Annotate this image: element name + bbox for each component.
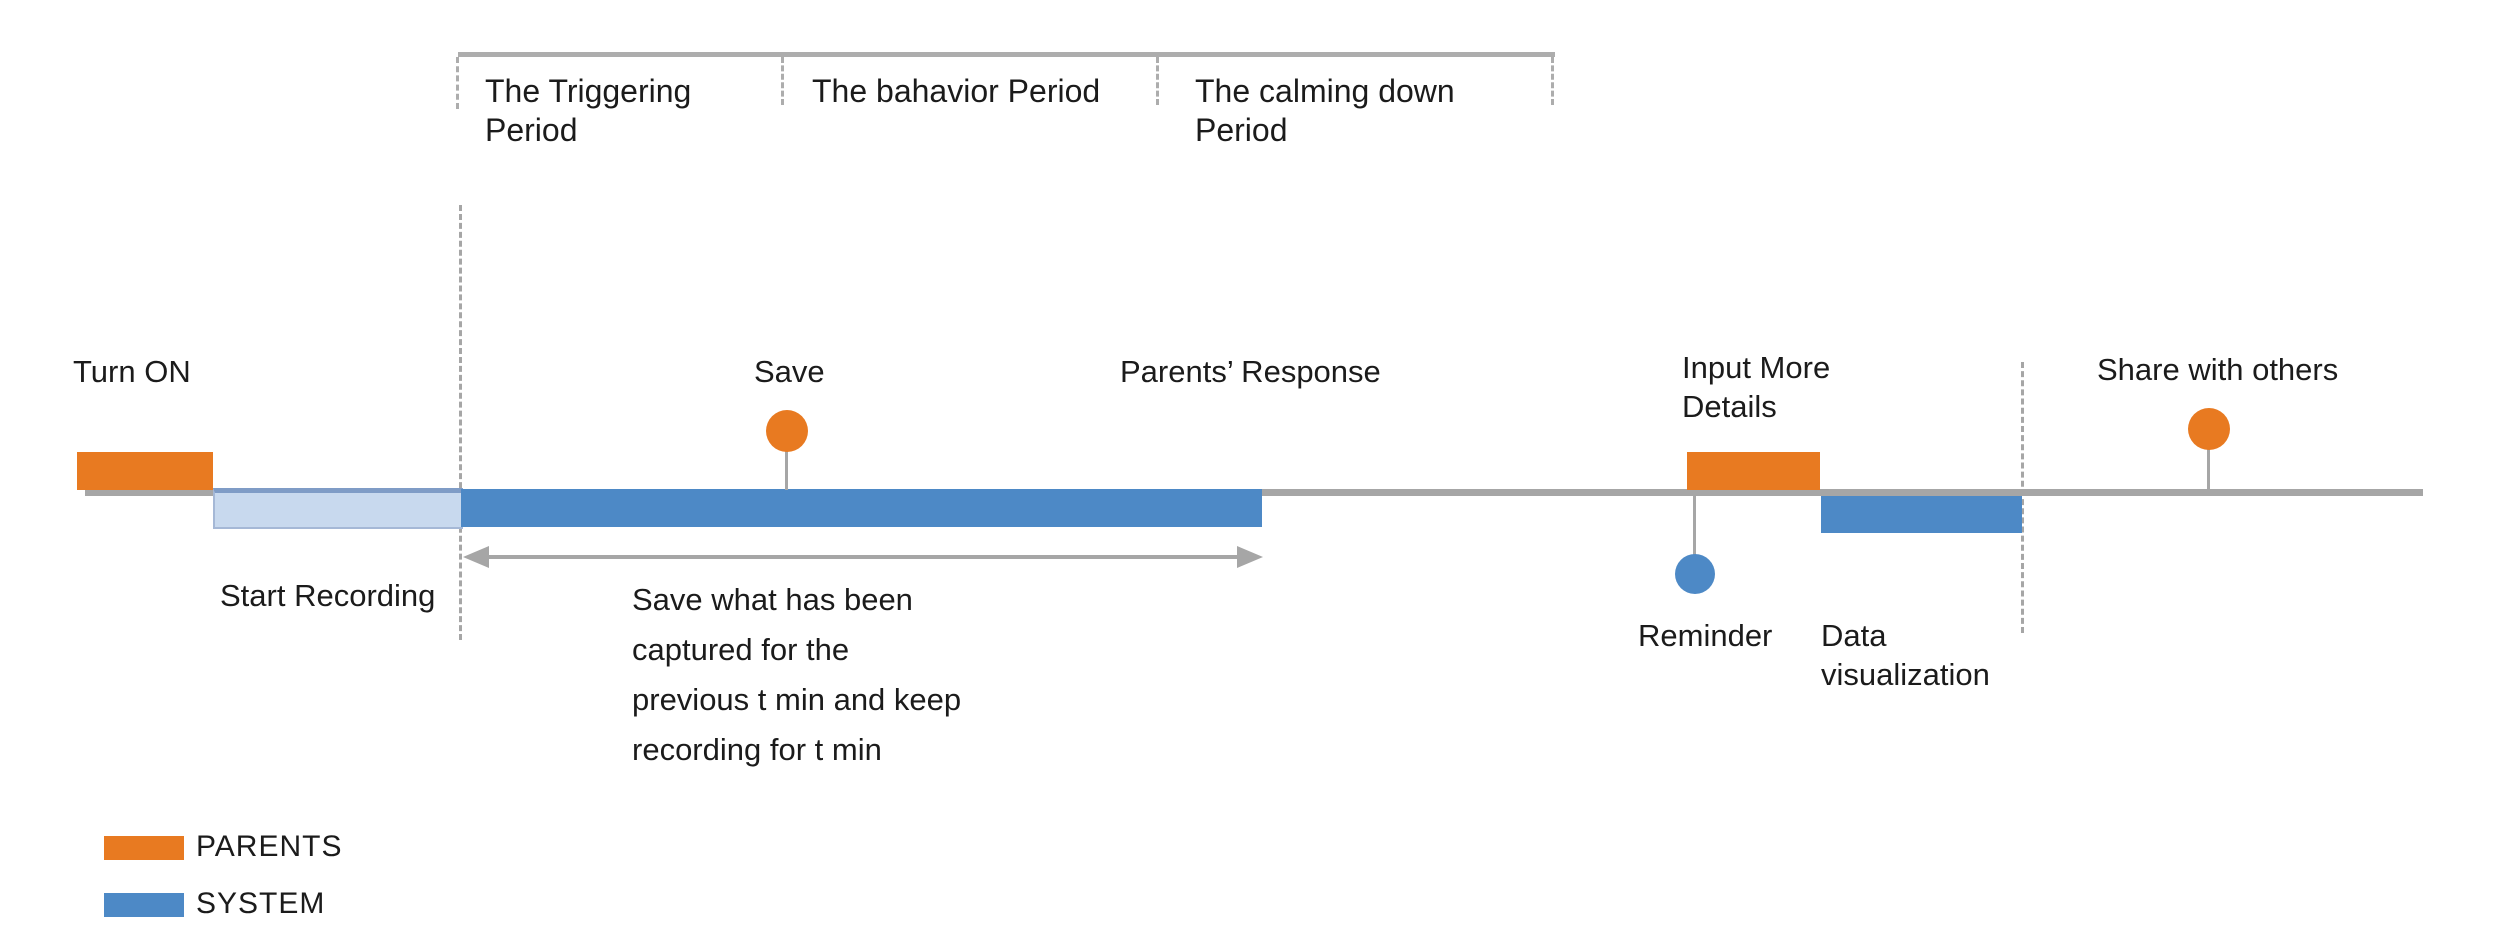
phase-label-calming: The calming down Period <box>1195 73 1455 148</box>
data-visualization-label: Data visualization <box>1821 618 1990 692</box>
legend-swatch-system <box>104 893 184 917</box>
start-recording-bar <box>213 488 463 529</box>
reminder-marker <box>1675 554 1715 594</box>
arrow-left-head <box>463 546 489 568</box>
save-marker <box>766 410 808 452</box>
legend-label-parents: PARENTS <box>196 830 343 863</box>
recording-bar <box>461 489 1262 527</box>
phase-bracket-tick-1 <box>456 57 459 109</box>
share-marker <box>2188 408 2230 450</box>
reminder-label: Reminder <box>1638 618 1773 653</box>
phase-label-triggering: The Triggering Period <box>485 73 692 148</box>
save-label: Save <box>754 354 825 389</box>
phase-bracket-tick-3 <box>1156 57 1159 105</box>
input-more-details-label: Input More Details <box>1682 350 1831 424</box>
arrow-right-head <box>1237 546 1263 568</box>
phase-bracket-line <box>458 52 1555 57</box>
share-with-others-label: Share with others <box>2097 352 2339 387</box>
phase-bracket-tick-4 <box>1551 57 1554 105</box>
reminder-marker-stem <box>1693 493 1696 557</box>
arrow-shaft <box>485 555 1241 559</box>
save-marker-stem <box>785 450 788 490</box>
share-marker-stem <box>2207 448 2210 490</box>
data-visualization-bar <box>1821 496 2022 533</box>
save-note-text: Save what has been captured for the prev… <box>632 582 962 767</box>
separator-dashed-right <box>2021 362 2024 633</box>
turn-on-bar <box>77 452 213 490</box>
parents-response-label: Parents’ Response <box>1120 354 1381 389</box>
phase-label-behavior: The bahavior Period <box>812 73 1101 109</box>
phase-bracket-tick-2 <box>781 57 784 105</box>
input-more-details-bar <box>1687 452 1820 490</box>
start-recording-label: Start Recording <box>220 578 436 613</box>
legend-swatch-parents <box>104 836 184 860</box>
turn-on-label: Turn ON <box>73 354 191 389</box>
legend-label-system: SYSTEM <box>196 887 326 920</box>
separator-dashed-left <box>459 205 462 640</box>
